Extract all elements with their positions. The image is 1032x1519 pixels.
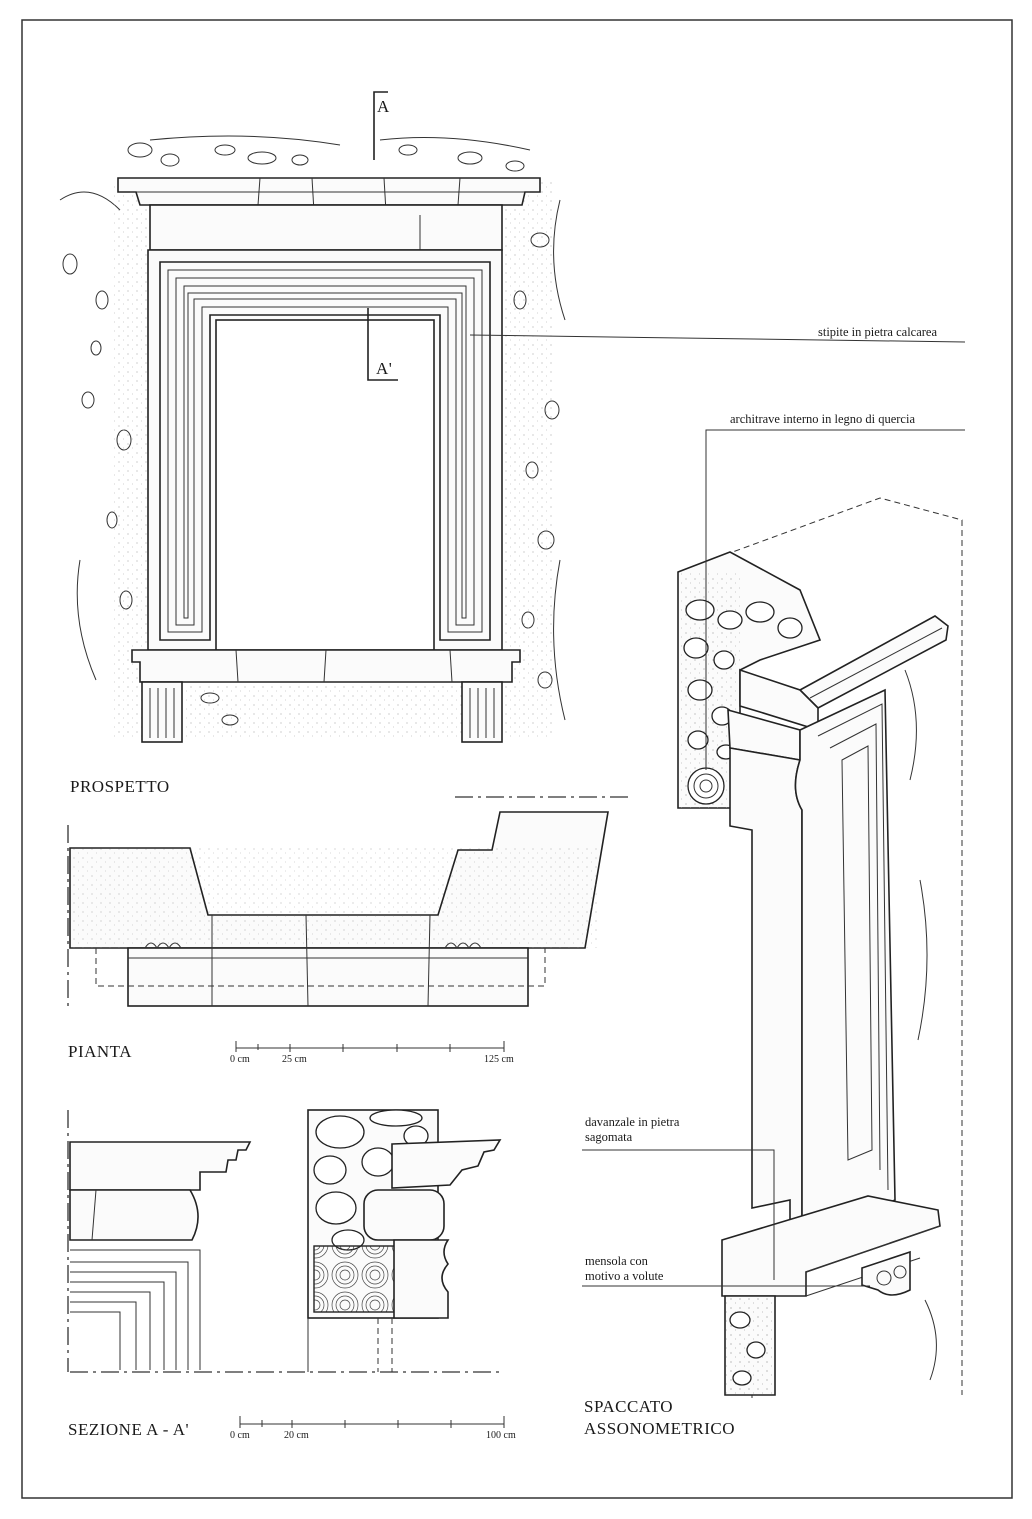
annotation-stipite: stipite in pietra calcarea [818,325,937,339]
sill-bracket-left [141,681,183,743]
scale-bar-pianta: 0 cm 25 cm 125 cm [230,1041,514,1065]
rubble-stones [313,1109,429,1251]
label-pianta: PIANTA [68,1042,132,1061]
scale-sezione-start: 0 cm [230,1430,250,1441]
scale-pianta-mid: 25 cm [282,1054,307,1065]
spaccato-axonometric: SPACCATO ASSONOMETRICO [584,497,963,1438]
oak-lintel-end [687,767,725,805]
sill-bracket-right [461,681,503,743]
label-prospetto: PROSPETTO [70,777,170,796]
annotation-davanzale-line2: sagomata [585,1130,633,1144]
sill-bracket-volute [861,1250,911,1296]
scale-sezione-mid: 20 cm [284,1430,309,1441]
pianta-plan: PIANTA 0 cm 25 cm 125 cm [67,796,632,1065]
annotation-mensola-line2: motivo a volute [585,1269,664,1283]
annotation-davanzale-line1: davanzale in pietra [585,1115,680,1129]
label-sezione: SEZIONE A - A' [68,1420,189,1439]
label-spaccato-line2: ASSONOMETRICO [584,1419,735,1438]
sheet-border [21,19,1013,1499]
prospetto-elevation: A A' PROSPETTO [59,91,566,796]
annotation-mensola-line1: mensola con [585,1254,649,1268]
scale-pianta-end: 125 cm [484,1054,514,1065]
scale-pianta-start: 0 cm [230,1054,250,1065]
sezione-section: SEZIONE A - A' 0 cm 20 cm 100 cm [67,1109,516,1441]
section-mark-a: A [377,97,390,116]
scale-bar-sezione: 0 cm 20 cm 100 cm [230,1416,516,1441]
annotation-architrave: architrave interno in legno di quercia [730,412,915,426]
scale-sezione-end: 100 cm [486,1430,516,1441]
section-mark-a-prime: A' [376,359,392,378]
label-spaccato-line1: SPACCATO [584,1397,673,1416]
